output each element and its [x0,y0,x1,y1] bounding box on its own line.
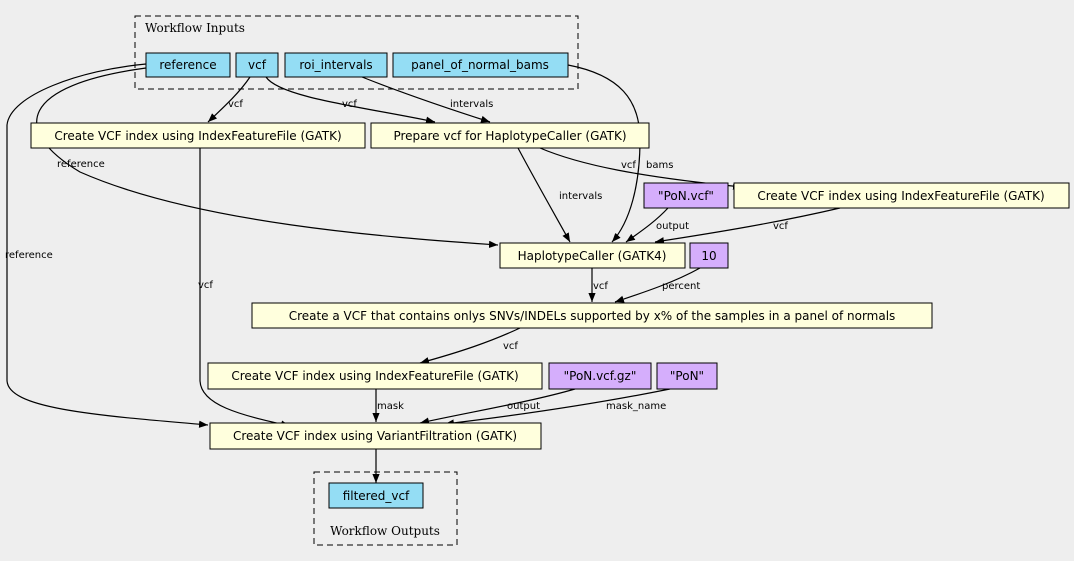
const-ten-label: 10 [701,249,716,263]
const-pon-vcf-label: "PoN.vcf" [658,189,714,203]
edge-label-reference-to-filtration: reference [5,250,53,261]
edge-label-prepare-to-index2: vcf [621,160,636,171]
input-vcf-label: vcf [248,58,267,72]
edge-label-prepare-to-haplotype: intervals [559,191,602,202]
edge-label-index3-to-filtration: mask [377,401,404,412]
const-pon-vcf-node[interactable]: "PoN.vcf" [643,182,729,209]
const-pon-node[interactable]: "PoN" [656,362,718,390]
edge-label-vcf-to-prepare: vcf [342,99,357,110]
workflow-outputs-label: Workflow Outputs [330,524,440,538]
edge-create-pon-to-index3 [419,327,521,365]
edge-label-pon-to-filtration: mask_name [606,401,666,412]
output-filtered-vcf-label: filtered_vcf [343,489,410,503]
step-prepare-label: Prepare vcf for HaplotypeCaller (GATK) [393,129,626,143]
step-prepare-node[interactable]: Prepare vcf for HaplotypeCaller (GATK) [370,122,650,149]
edge-label-vcf-to-index1: vcf [228,99,243,110]
edge-label-haplotype-to-create-pon: vcf [593,281,608,292]
edge-reference-to-filtration [6,63,209,428]
edge-reference-to-haplotype [36,67,499,248]
edge-label-pon-vcf-to-haplotype: output [656,221,689,232]
step-index3-node[interactable]: Create VCF index using IndexFeatureFile … [207,362,543,390]
edge-ten-to-create-pon [614,267,701,303]
edge-vcf-to-prepare [265,76,436,124]
step-index2-label: Create VCF index using IndexFeatureFile … [757,189,1044,203]
edge-prepare-to-index2 [539,147,743,190]
output-filtered-vcf-node[interactable]: filtered_vcf [328,482,424,509]
edge-index2-to-haplotype [654,207,841,245]
const-pon-label: "PoN" [670,369,704,383]
input-reference-node[interactable]: reference [145,52,231,78]
input-panel-of-normal-bams-node[interactable]: panel_of_normal_bams [392,52,569,78]
workflow-outputs-cluster: Workflow Outputs [313,471,458,546]
edge-label-ten-to-create-pon: percent [662,281,700,292]
edge-prepare-to-haplotype [517,147,571,243]
step-index1-node[interactable]: Create VCF index using IndexFeatureFile … [30,122,366,149]
const-pon-vcf-gz-node[interactable]: "PoN.vcf.gz" [548,362,652,390]
step-index2-node[interactable]: Create VCF index using IndexFeatureFile … [733,182,1070,209]
step-create-pon-label: Create a VCF that contains onlys SNVs/IN… [289,309,896,323]
edge-pon-vcf-to-haplotype [625,207,669,243]
edge-index1-to-filtration [199,148,291,428]
edge-label-reference-to-haplotype: reference [57,159,105,170]
edge-label-intervals-to-prepare: intervals [450,99,493,110]
step-filtration-node[interactable]: Create VCF index using VariantFiltration… [209,422,542,450]
edge-bams-to-haplotype [567,64,641,243]
step-index1-label: Create VCF index using IndexFeatureFile … [54,129,341,143]
edge-intervals-to-prepare [361,76,491,123]
edge-vcf-to-index1 [207,76,251,123]
input-roi-intervals-node[interactable]: roi_intervals [284,52,388,78]
input-panel-of-normal-bams-label: panel_of_normal_bams [411,58,549,72]
step-create-pon-node[interactable]: Create a VCF that contains onlys SNVs/IN… [251,302,933,329]
edge-label-bams-to-haplotype: bams [646,160,673,171]
edge-label-pon-vcf-gz-to-filtration: output [507,401,540,412]
step-haplotype-node[interactable]: HaplotypeCaller (GATK4) [499,242,686,269]
edge-pon-vcf-gz-to-filtration [419,388,576,425]
edge-label-create-pon-to-index3: vcf [503,341,518,352]
edge-pon-to-filtration [444,388,671,427]
const-pon-vcf-gz-label: "PoN.vcf.gz" [564,369,637,383]
input-reference-label: reference [159,58,216,72]
input-roi-intervals-label: roi_intervals [299,58,372,72]
workflow-inputs-label: Workflow Inputs [145,21,245,35]
edge-label-index1-to-filtration: vcf [198,280,213,291]
const-ten-node[interactable]: 10 [689,242,729,269]
workflow-inputs-cluster: Workflow Inputs [134,15,579,90]
step-index3-label: Create VCF index using IndexFeatureFile … [231,369,518,383]
input-vcf-node[interactable]: vcf [235,52,279,78]
step-haplotype-label: HaplotypeCaller (GATK4) [518,249,667,263]
edge-label-index2-to-haplotype: vcf [773,221,788,232]
step-filtration-label: Create VCF index using VariantFiltration… [233,429,517,443]
